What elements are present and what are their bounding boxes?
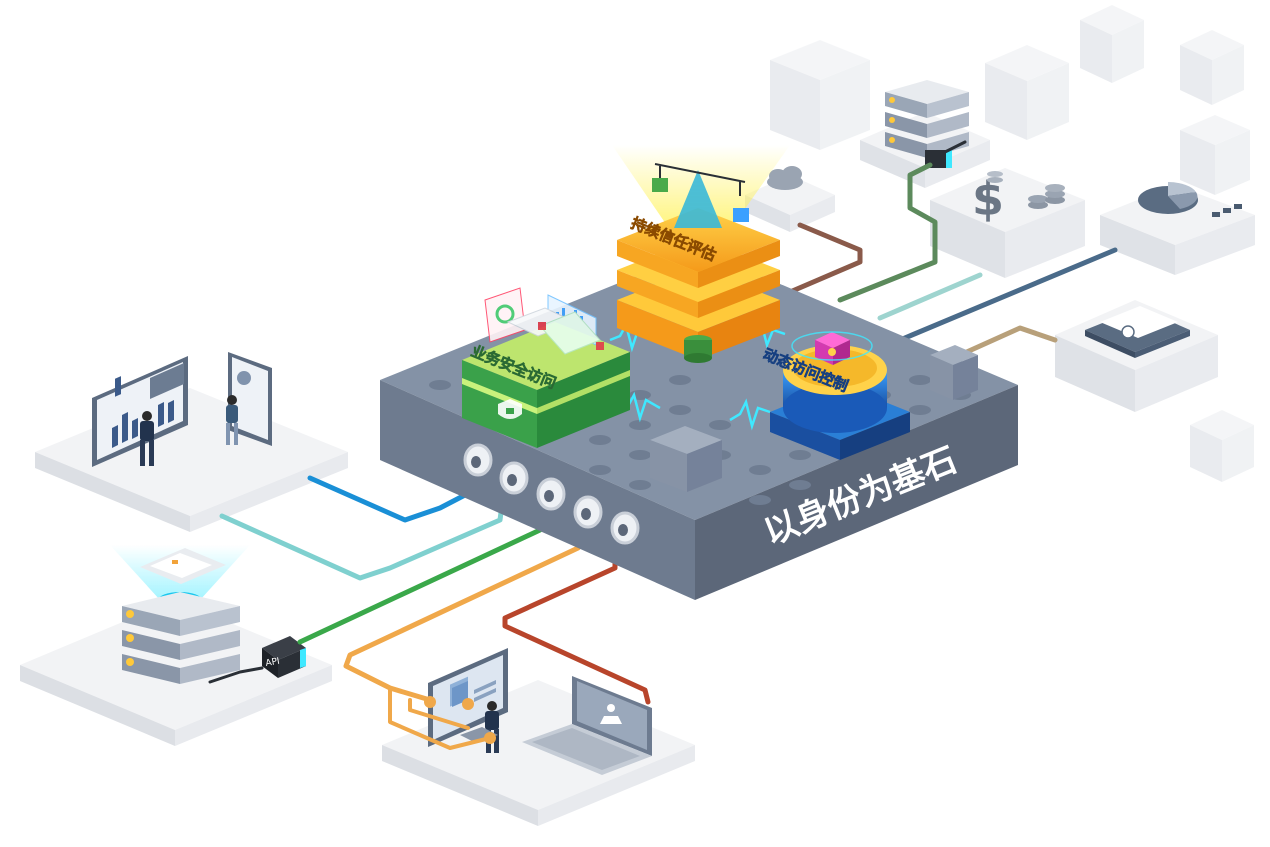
mail-tile: [1055, 300, 1218, 412]
tablet-icon: [228, 352, 272, 446]
mail-icon: [1085, 306, 1190, 358]
pie-chart-tile: [1100, 182, 1255, 275]
trust-assessment-tower: 持续信任评估: [612, 145, 790, 363]
dollar-icon: $: [972, 171, 1065, 226]
server-icon: [122, 592, 240, 684]
api-server-tile: API: [20, 545, 332, 746]
api-label: API: [265, 657, 281, 669]
server-tile: [860, 80, 990, 188]
workstation-tile: [382, 648, 695, 826]
monitor-icon: [92, 356, 188, 467]
person-icon: [140, 411, 154, 466]
person-icon: [600, 704, 622, 724]
pie-chart-icon: [1138, 182, 1242, 217]
laptop-icon: [522, 676, 652, 775]
cloud-tile: [745, 166, 835, 232]
secure-access-block: 业务安全访问: [462, 287, 630, 448]
shield-icon: [498, 399, 522, 419]
dollar-tile: $: [930, 168, 1085, 278]
person-icon: [226, 395, 238, 445]
left-tiles: API: [20, 352, 695, 826]
analytics-tile: [35, 352, 348, 532]
background-cubes: [770, 5, 1254, 482]
scale-icon: [654, 163, 746, 196]
platform-ports: [463, 443, 640, 545]
right-tiles: $: [745, 80, 1255, 412]
floating-card: [140, 548, 226, 584]
cloud-icon: [767, 166, 803, 190]
api-box: API: [262, 636, 306, 678]
